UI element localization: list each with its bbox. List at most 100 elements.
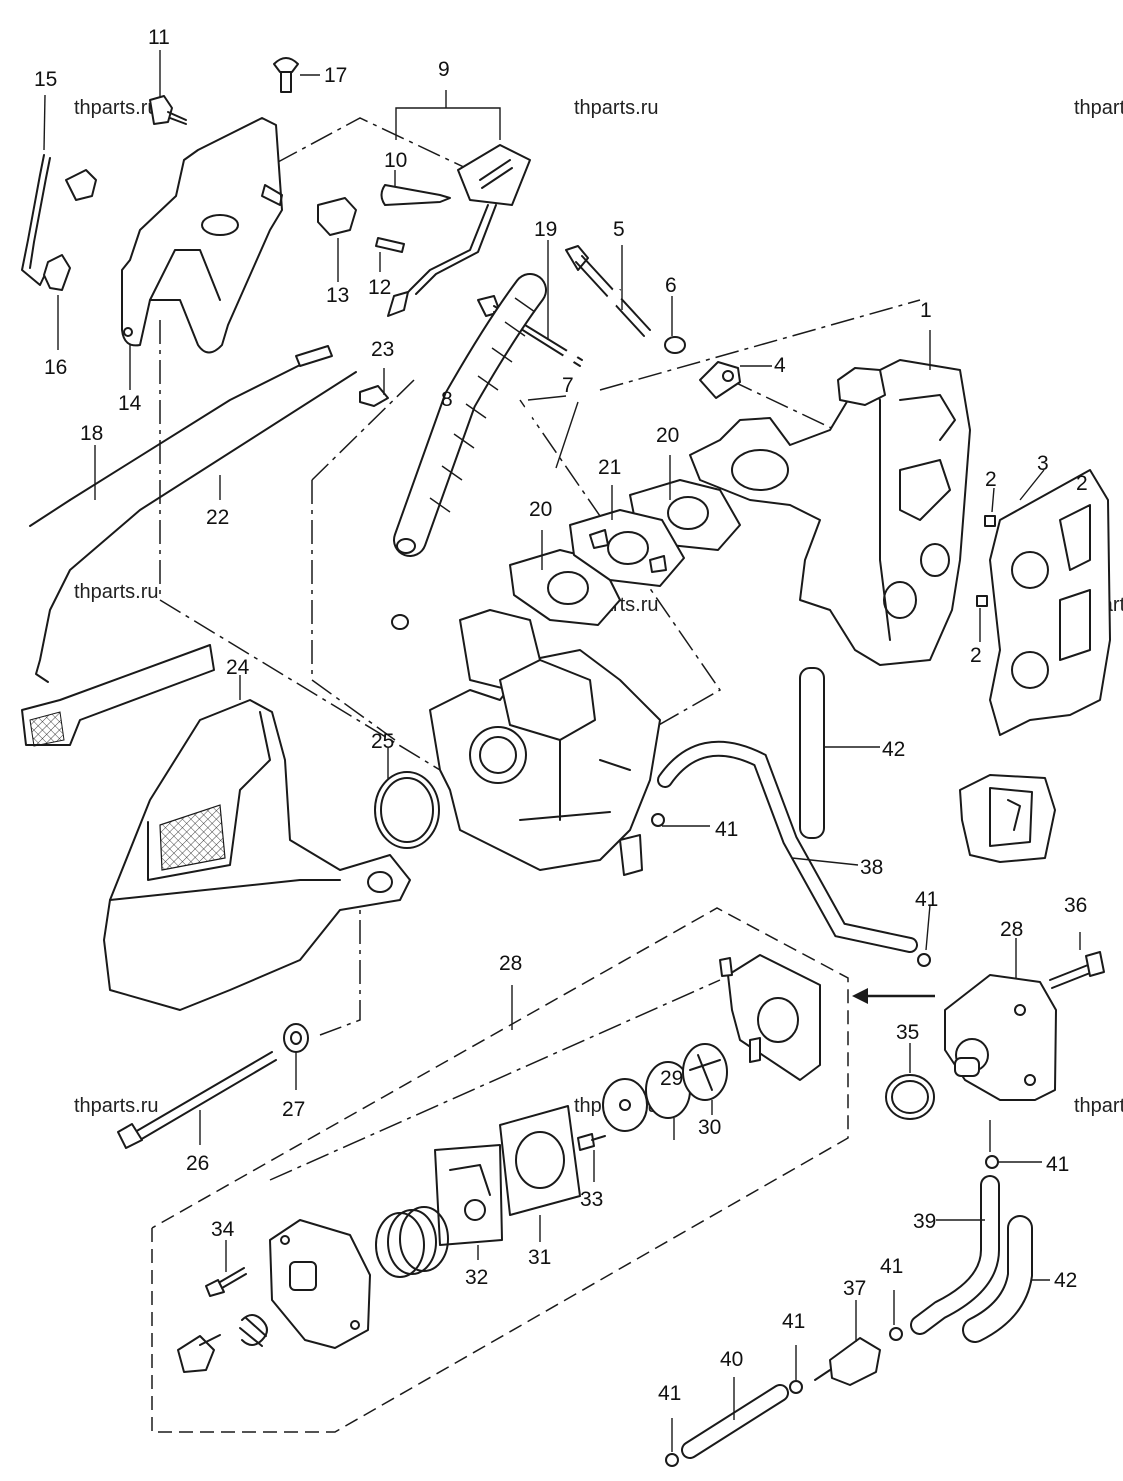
valve-30-part [602, 1078, 648, 1132]
hose-39-part [910, 1175, 1000, 1335]
throttle-bracket-part [121, 117, 283, 354]
callout-2: 2 [1076, 472, 1088, 495]
bolt-26-part [117, 1051, 277, 1149]
callout-27: 27 [282, 1098, 305, 1121]
diaphragm-32-part [434, 1144, 503, 1246]
callout-32: 32 [465, 1266, 488, 1289]
fuel-pump-part [944, 974, 1057, 1101]
callout-2: 2 [970, 644, 982, 667]
choke-knob-part [317, 144, 531, 317]
callout-24: 24 [226, 656, 250, 679]
o-ring-25-part [374, 771, 440, 849]
callout-2: 2 [985, 468, 997, 491]
callout-39: 39 [913, 1210, 936, 1233]
watermark: thparts.ru [1074, 97, 1123, 119]
bolt-36-part [1049, 951, 1105, 989]
callout-41: 41 [782, 1310, 805, 1333]
callout-20: 20 [656, 424, 679, 447]
clip-41-parts [651, 813, 999, 1467]
callout-37: 37 [843, 1277, 866, 1300]
spring-small-part [239, 1314, 268, 1347]
gasket-31-part [499, 1105, 581, 1216]
callout-4: 4 [774, 354, 786, 377]
callout-41: 41 [658, 1382, 681, 1405]
filter-inset-part [959, 774, 1056, 863]
callout-26: 26 [186, 1152, 209, 1175]
watermark: thparts.ru [74, 97, 158, 119]
fuel-filter-37-part [814, 1337, 881, 1386]
diaphragm-29-part [645, 1043, 728, 1119]
callout-7: 7 [562, 374, 574, 397]
spring-part [375, 1206, 449, 1278]
screw-34-part [205, 1267, 247, 1297]
plunger-part [177, 1334, 221, 1373]
callout-25: 25 [371, 730, 394, 753]
linkage-block-part [21, 644, 215, 747]
callout-9: 9 [438, 58, 450, 81]
callout-12: 12 [368, 276, 391, 299]
callout-labels: 1 2 2 2 3 4 5 6 7 8 9 10 11 12 13 14 15 … [34, 26, 1088, 1405]
leader-lines [43, 50, 1081, 1452]
callout-1: 1 [920, 299, 932, 322]
hose-42-part [799, 667, 825, 839]
callout-3: 3 [1037, 452, 1049, 475]
pump-body-30-part [719, 954, 821, 1081]
hose-42-lower-part [962, 1215, 1033, 1343]
watermark: thparts.ru [74, 1095, 158, 1117]
callout-28: 28 [499, 952, 522, 975]
callout-31: 31 [528, 1246, 551, 1269]
callout-34: 34 [211, 1218, 235, 1241]
fuel-hose-38-part [657, 740, 918, 953]
callout-5: 5 [613, 218, 625, 241]
callout-42: 42 [1054, 1269, 1077, 1292]
gasket-3-part [989, 469, 1111, 736]
screw-17-part [273, 57, 299, 93]
callout-18: 18 [80, 422, 103, 445]
callout-17: 17 [324, 64, 347, 87]
cable-22-part [35, 371, 389, 683]
callout-35: 35 [896, 1021, 919, 1044]
washer-27-part [283, 1023, 309, 1053]
gasket-21-part [569, 509, 685, 587]
throttle-link-part [21, 154, 97, 291]
callout-28: 28 [1000, 918, 1023, 941]
callout-6: 6 [665, 274, 677, 297]
callout-19: 19 [534, 218, 557, 241]
callout-14: 14 [118, 392, 142, 415]
callout-41: 41 [880, 1255, 903, 1278]
callout-29: 29 [660, 1067, 683, 1090]
watermark: thparts.ru [74, 581, 158, 603]
hose-40-part [681, 1384, 789, 1459]
pump-cover-part [269, 1219, 371, 1349]
pin-part [976, 515, 996, 607]
intake-manifold-part [689, 359, 971, 666]
clamp-part [699, 361, 741, 399]
cable-18-part [29, 345, 333, 527]
callout-23: 23 [371, 338, 394, 361]
callout-33: 33 [580, 1188, 603, 1211]
carburetor-part [429, 609, 661, 876]
callout-11: 11 [148, 26, 170, 49]
callout-21: 21 [598, 456, 621, 479]
o-ring-35-part [885, 1074, 935, 1120]
watermark: thparts.ru [1074, 1095, 1123, 1117]
bolt-11-part [149, 95, 187, 125]
silencer-part [103, 699, 411, 1011]
hose-8-part [393, 273, 547, 557]
callout-36: 36 [1064, 894, 1087, 917]
direction-arrow [852, 988, 935, 1004]
callout-16: 16 [44, 356, 67, 379]
callout-42: 42 [882, 738, 905, 761]
screw-33-part [577, 1133, 606, 1151]
watermark: thparts.ru [574, 97, 658, 119]
callout-41: 41 [915, 888, 938, 911]
callout-15: 15 [34, 68, 57, 91]
callout-41: 41 [715, 818, 738, 841]
callout-13: 13 [326, 284, 349, 307]
callout-10: 10 [384, 149, 407, 172]
callout-40: 40 [720, 1348, 743, 1371]
callout-41: 41 [1046, 1153, 1069, 1176]
callout-38: 38 [860, 856, 883, 879]
callout-22: 22 [206, 506, 229, 529]
